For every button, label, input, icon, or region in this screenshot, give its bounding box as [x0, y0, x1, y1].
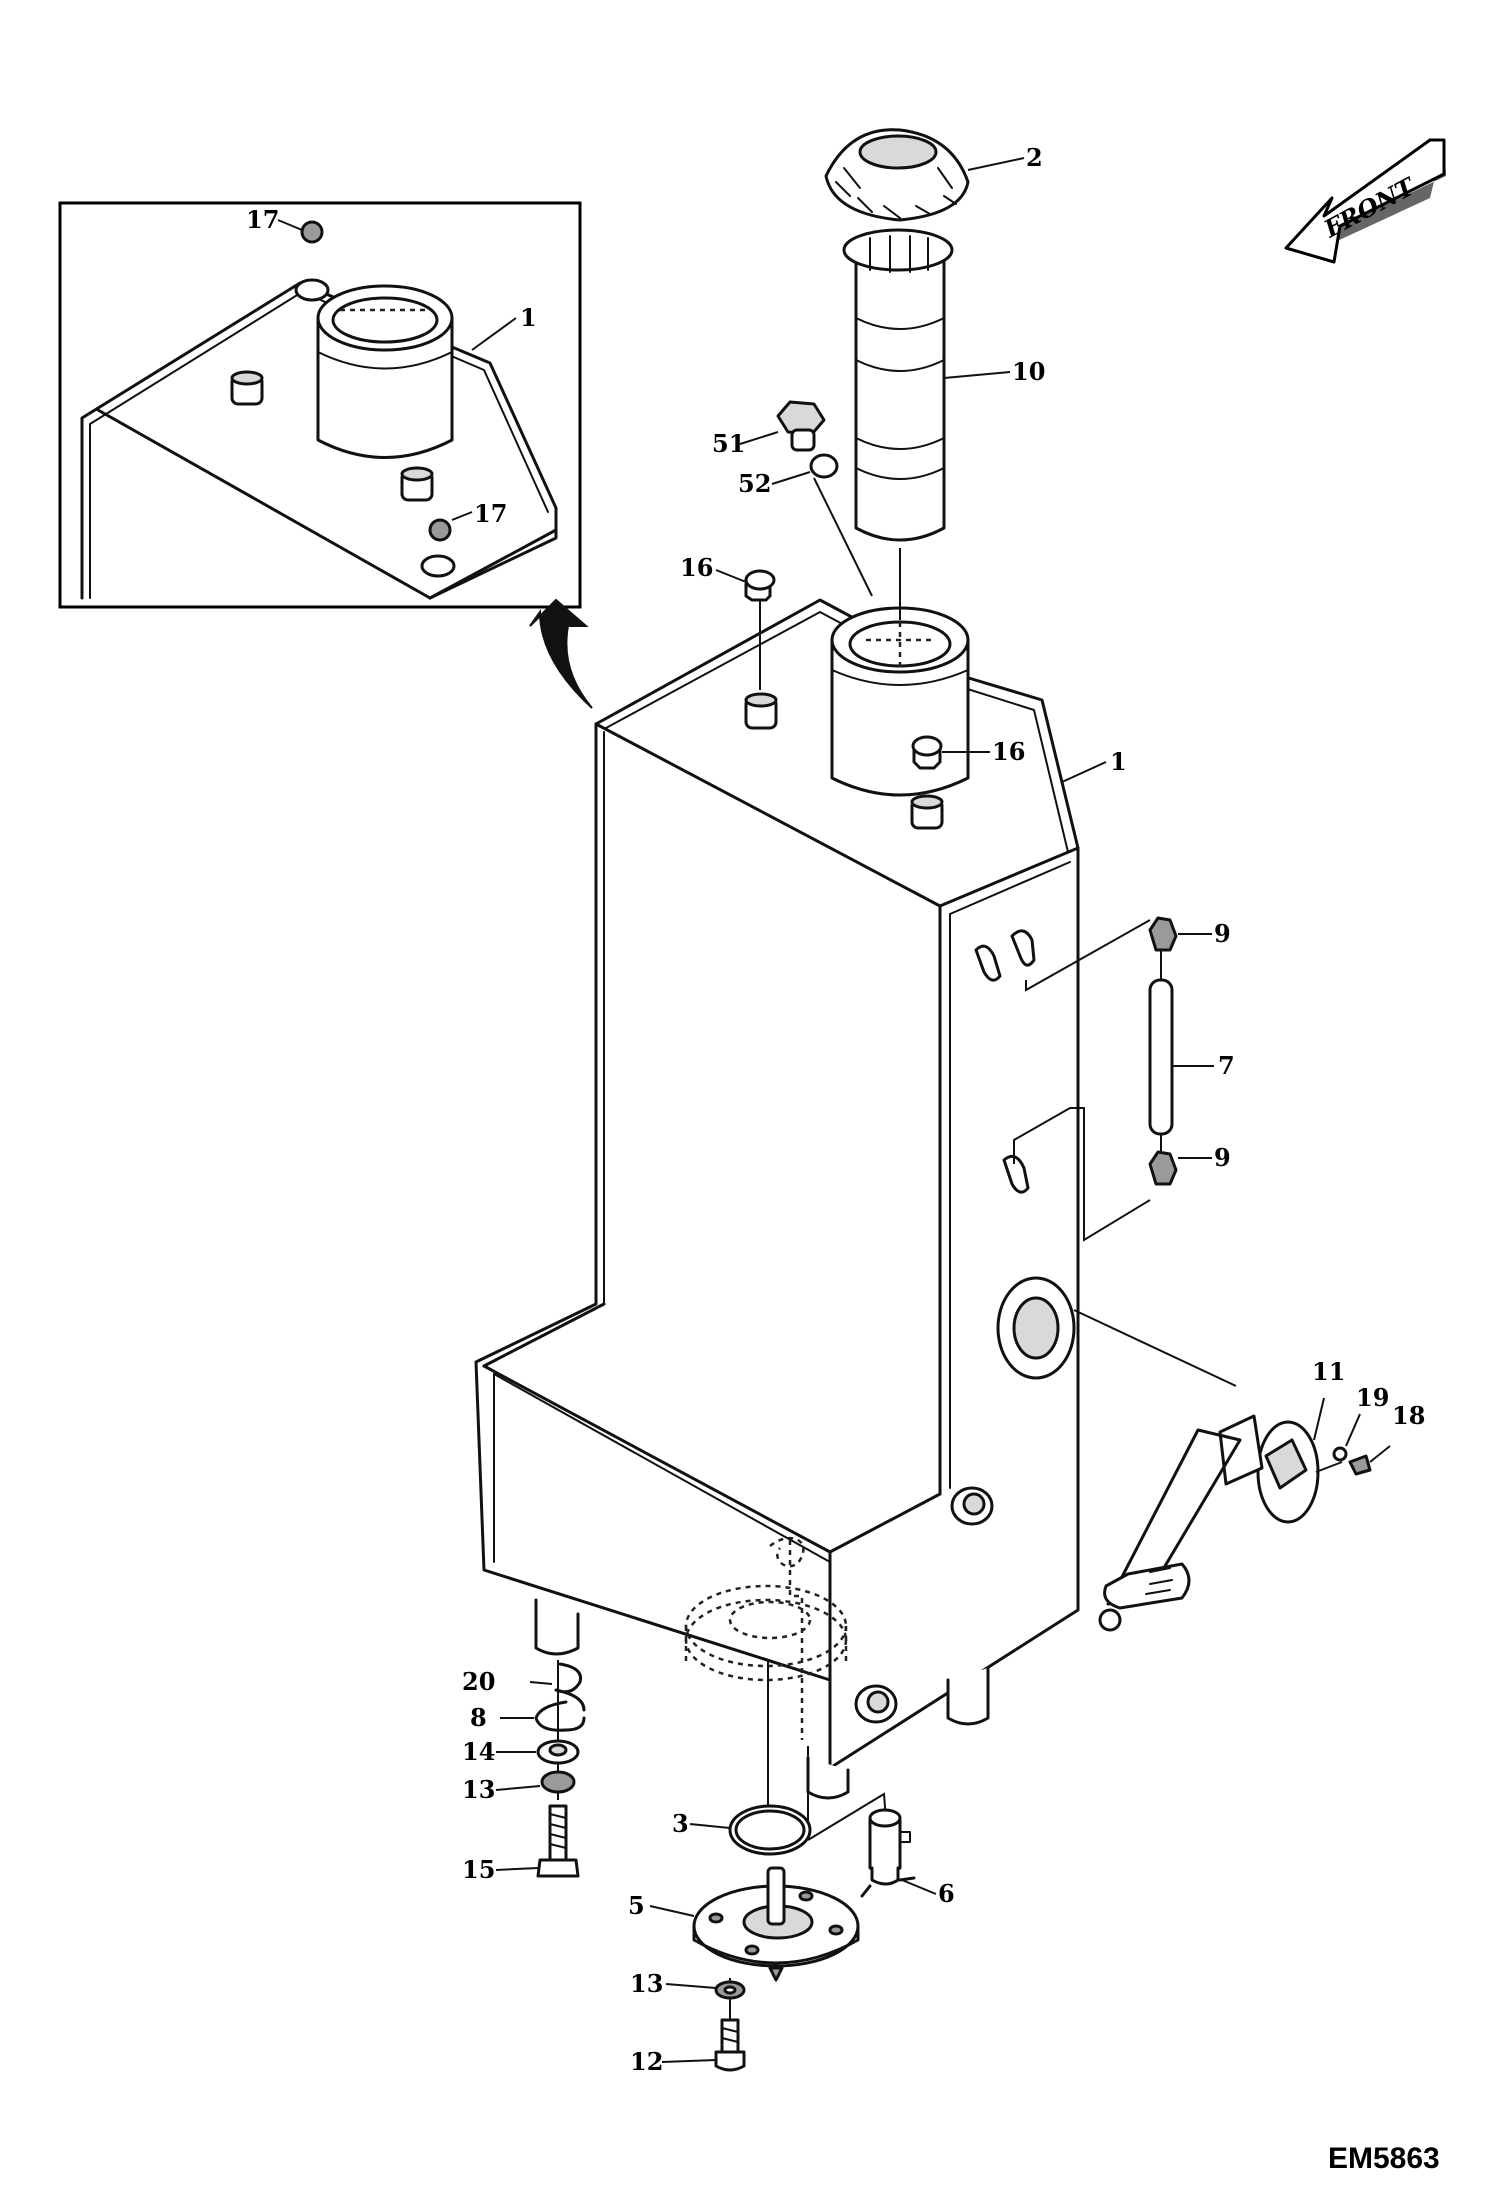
sender-mounting-flange	[996, 1276, 1237, 1387]
level-gauge-ports	[974, 919, 1151, 1242]
cover-screw-hardware: 13 12	[630, 1969, 746, 2076]
inset-screw-17b: 17	[428, 499, 507, 542]
inset-frame	[58, 201, 582, 609]
callout-9: 9	[1214, 1143, 1231, 1172]
front-arrow-icon: FRONT	[1284, 138, 1446, 264]
cover-o-ring: 3	[672, 1804, 812, 1856]
filler-cap: 2	[824, 128, 1043, 222]
breather-o-ring: 52	[738, 453, 839, 498]
callout-19: 19	[1356, 1383, 1389, 1412]
plug-16a: 16	[680, 553, 776, 690]
drawing-code: EM5863	[1328, 2142, 1440, 2175]
tank-body	[474, 598, 1080, 1850]
filler-strainer: 10	[842, 228, 1045, 542]
sender-screw: 18	[1348, 1401, 1425, 1476]
inset-bosses	[230, 278, 456, 578]
callout-51: 51	[712, 429, 745, 458]
callout-13: 13	[630, 1969, 663, 1998]
callout-2: 2	[1026, 143, 1043, 172]
callout-16: 16	[680, 553, 713, 582]
callout-17: 17	[246, 205, 279, 234]
callout-8: 8	[470, 1703, 487, 1732]
mounting-hardware: 20 8 14 13 15	[462, 1660, 586, 1884]
callout-18: 18	[1392, 1401, 1425, 1430]
callout-10: 10	[1012, 357, 1045, 386]
callout-9: 9	[1214, 919, 1231, 948]
callout-3: 3	[672, 1809, 689, 1838]
suction-cover-plate: 5	[628, 1866, 860, 1982]
callout-52: 52	[738, 469, 771, 498]
callout-6: 6	[938, 1879, 955, 1908]
callout-14: 14	[462, 1737, 495, 1766]
callout-11: 11	[1312, 1357, 1345, 1386]
inset-screw-17a: 17	[246, 205, 324, 244]
callout-7: 7	[1218, 1051, 1235, 1080]
fuel-level-sender: 11	[1098, 1357, 1345, 1632]
drain-valve: 6	[807, 1792, 955, 1908]
level-gauge: 9 7 9	[1148, 916, 1235, 1186]
tank-top-bosses	[744, 692, 944, 830]
callout-16: 16	[992, 737, 1025, 766]
sender-washer: 19	[1332, 1383, 1389, 1462]
callout-15: 15	[462, 1855, 495, 1884]
callout-17: 17	[474, 499, 507, 528]
callout-1: 1	[1110, 747, 1127, 776]
inset-detail-view: 17 1 17	[58, 201, 582, 609]
callout-1: 1	[520, 303, 537, 332]
callout-5: 5	[628, 1891, 645, 1920]
callout-20: 20	[462, 1667, 495, 1696]
detail-pointer-arrow-icon	[529, 598, 593, 709]
inset-tank-top	[80, 281, 558, 600]
callout-13: 13	[462, 1775, 495, 1804]
callout-12: 12	[630, 2047, 663, 2076]
callout-1-main: 1	[1061, 747, 1127, 783]
tank-filler-neck	[813, 477, 970, 797]
inset-callout-1: 1	[471, 303, 537, 351]
breather-fitting: 51	[712, 400, 826, 458]
plug-16b: 16	[911, 735, 1025, 770]
inset-filler-neck	[316, 284, 454, 459]
